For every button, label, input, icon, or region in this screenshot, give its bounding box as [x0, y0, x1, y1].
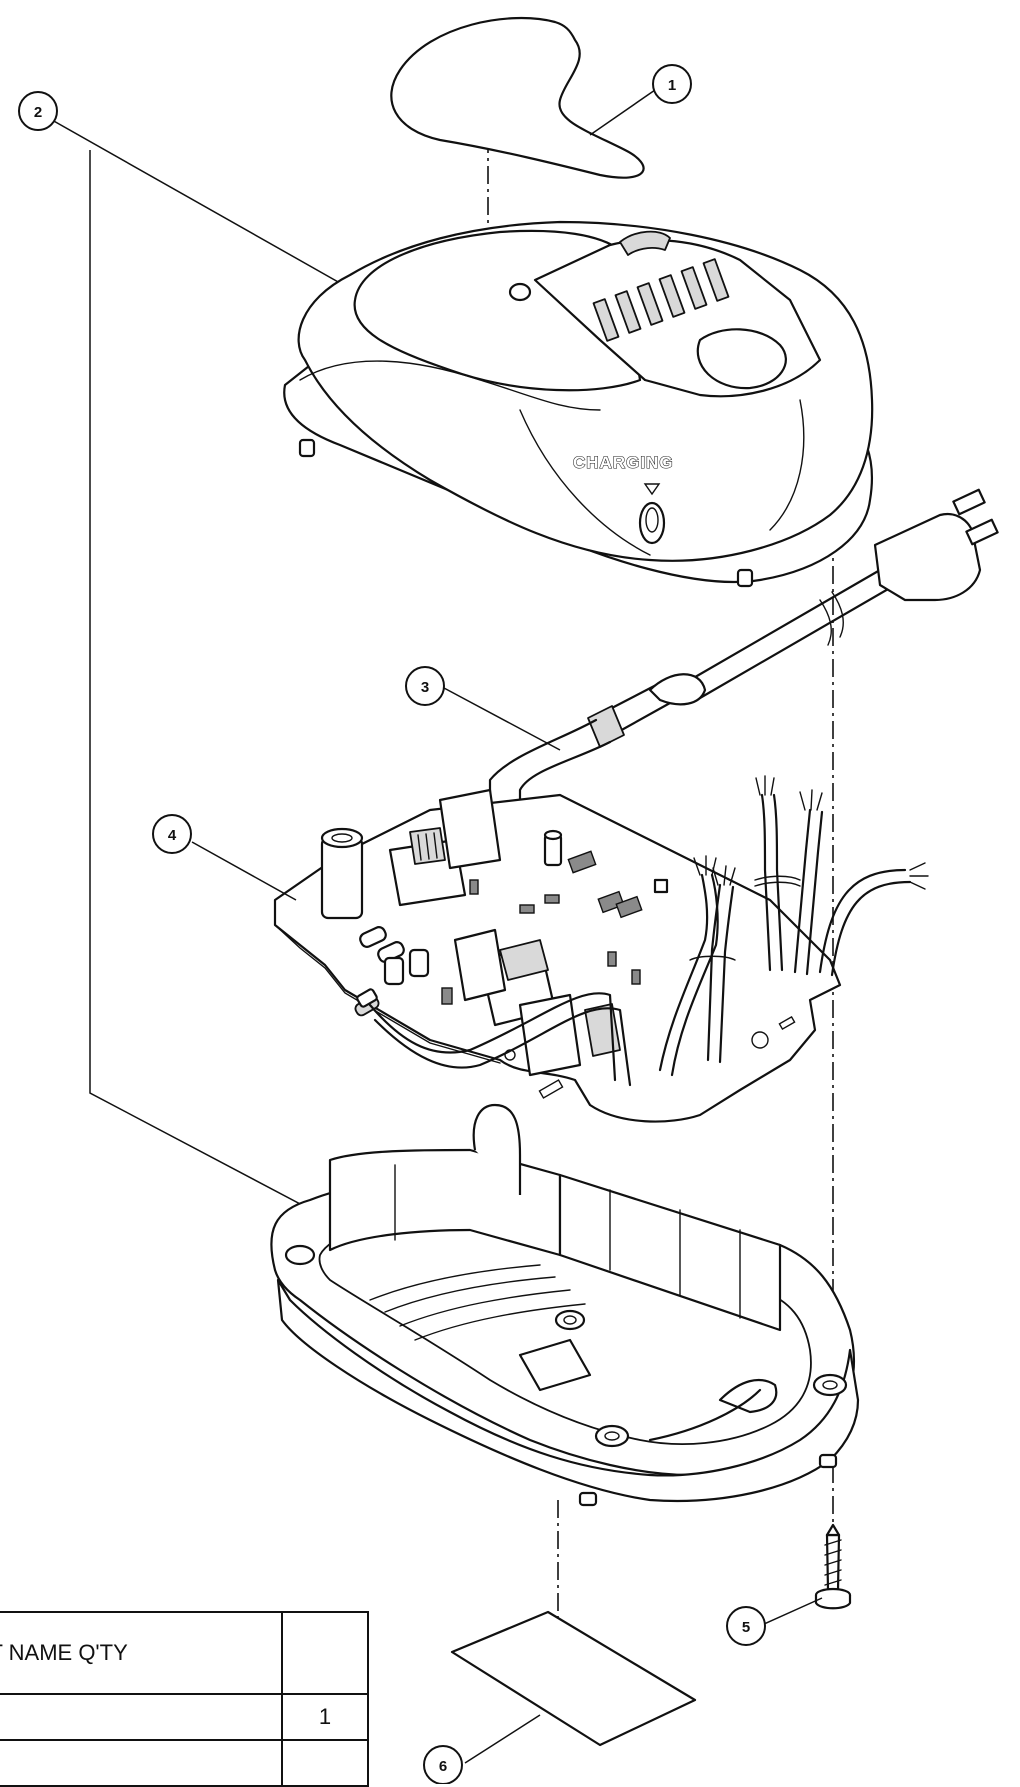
svg-text:6: 6	[439, 1758, 447, 1775]
svg-text:3: 3	[421, 679, 429, 696]
parts-table-header-row: RT NAME Q'TY	[0, 1611, 369, 1695]
parts-table: RT NAME Q'TY 1	[0, 1611, 369, 1787]
charging-indicator-label: CHARGING	[573, 453, 674, 472]
parts-table-header-qty	[281, 1611, 369, 1695]
part-qty-cell	[281, 1739, 369, 1787]
table-row: 1	[0, 1693, 369, 1741]
svg-text:2: 2	[34, 104, 42, 121]
upper-housing-part: CHARGING	[283, 220, 874, 588]
callout-6-leader	[464, 1714, 541, 1764]
callout-4: 4	[152, 814, 192, 854]
lower-housing-part	[270, 1103, 860, 1507]
screw-part	[814, 1523, 852, 1610]
callout-2: 2	[18, 91, 58, 131]
callout-3-leader	[443, 687, 561, 751]
callout-1: 1	[652, 64, 692, 104]
callout-5: 5	[726, 1606, 766, 1646]
table-row	[0, 1739, 369, 1787]
circuit-board-part	[273, 775, 929, 1123]
callout-4-leader	[191, 841, 297, 901]
callout-1-leader	[589, 89, 656, 136]
callout-5-leader	[761, 1597, 823, 1626]
battery-contacts	[592, 258, 730, 342]
part-qty-cell: 1	[281, 1693, 369, 1741]
callout-6: 6	[423, 1745, 463, 1784]
svg-text:1: 1	[668, 77, 676, 94]
part-name-cell	[0, 1739, 283, 1787]
svg-text:4: 4	[168, 827, 177, 844]
parts-table-header: RT NAME Q'TY	[0, 1611, 283, 1695]
top-label-part	[390, 16, 645, 179]
callout-3: 3	[405, 666, 445, 706]
svg-text:5: 5	[742, 1619, 750, 1636]
power-cord-part	[488, 488, 999, 832]
bottom-label-part	[450, 1610, 697, 1747]
part-name-cell	[0, 1693, 283, 1741]
